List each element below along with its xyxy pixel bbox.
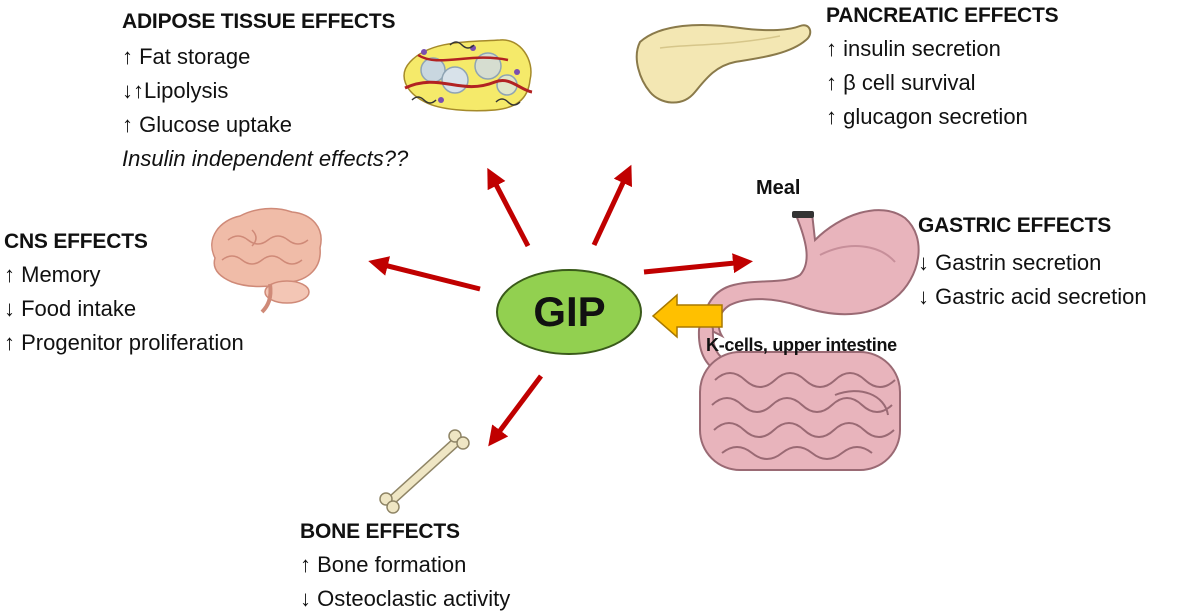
adipose-title: ADIPOSE TISSUE EFFECTS <box>122 10 396 33</box>
gastric-effects: GASTRIC EFFECTS ↓ Gastrin secretion ↓ Ga… <box>918 214 1147 314</box>
adipose-line-4: Insulin independent effects?? <box>122 146 409 171</box>
cns-line-1: ↑ Memory <box>4 262 101 287</box>
adipose-line-2: ↓↑Lipolysis <box>122 78 229 103</box>
intestine-icon <box>697 322 901 471</box>
pancreatic-effects: PANCREATIC EFFECTS ↑ insulin secretion ↑… <box>826 4 1059 134</box>
pancreas-icon <box>635 24 812 104</box>
bone-line-2: ↓ Osteoclastic activity <box>300 586 511 611</box>
cns-line-2: ↓ Food intake <box>4 296 137 321</box>
gip-node <box>496 269 642 355</box>
gip-label: GIP <box>533 288 606 335</box>
adipose-line-3: ↑ Glucose uptake <box>122 112 292 137</box>
gastric-line-2: ↓ Gastric acid secretion <box>918 284 1147 309</box>
adipose-effects: ADIPOSE TISSUE EFFECTS ↑ Fat storage ↓↑L… <box>122 10 408 176</box>
k-cells-label: K-cells, upper intestine <box>706 335 897 355</box>
cns-line-3: ↑ Progenitor proliferation <box>4 330 244 355</box>
k-cell-input-arrow <box>651 293 723 339</box>
adipose-tissue-icon <box>403 39 533 112</box>
gastric-line-1: ↓ Gastrin secretion <box>918 250 1102 275</box>
arrow-to-pancreas <box>591 164 632 247</box>
cns-title: CNS EFFECTS <box>4 230 148 253</box>
arrow-to-gastric <box>643 253 753 275</box>
arrow-to-bone <box>488 374 543 447</box>
pancreatic-line-2: ↑ β cell survival <box>826 70 976 95</box>
bone-title: BONE EFFECTS <box>300 520 460 543</box>
cns-effects: CNS EFFECTS ↑ Memory ↓ Food intake ↑ Pro… <box>4 230 244 360</box>
pancreatic-line-3: ↑ glucagon secretion <box>826 104 1028 129</box>
bone-icon <box>379 429 470 514</box>
pancreatic-title: PANCREATIC EFFECTS <box>826 4 1059 27</box>
arrow-to-cns <box>368 256 481 292</box>
brain-icon <box>211 207 322 314</box>
stomach-icon <box>703 209 920 339</box>
effect-arrows <box>368 164 753 447</box>
pancreatic-line-1: ↑ insulin secretion <box>826 36 1001 61</box>
adipose-line-1: ↑ Fat storage <box>122 44 251 69</box>
bone-effects: BONE EFFECTS ↑ Bone formation ↓ Osteocla… <box>300 520 510 616</box>
meal-label: Meal <box>756 177 801 199</box>
arrow-to-adipose <box>487 167 531 248</box>
gastric-title: GASTRIC EFFECTS <box>918 214 1112 237</box>
bone-line-1: ↑ Bone formation <box>300 552 467 577</box>
